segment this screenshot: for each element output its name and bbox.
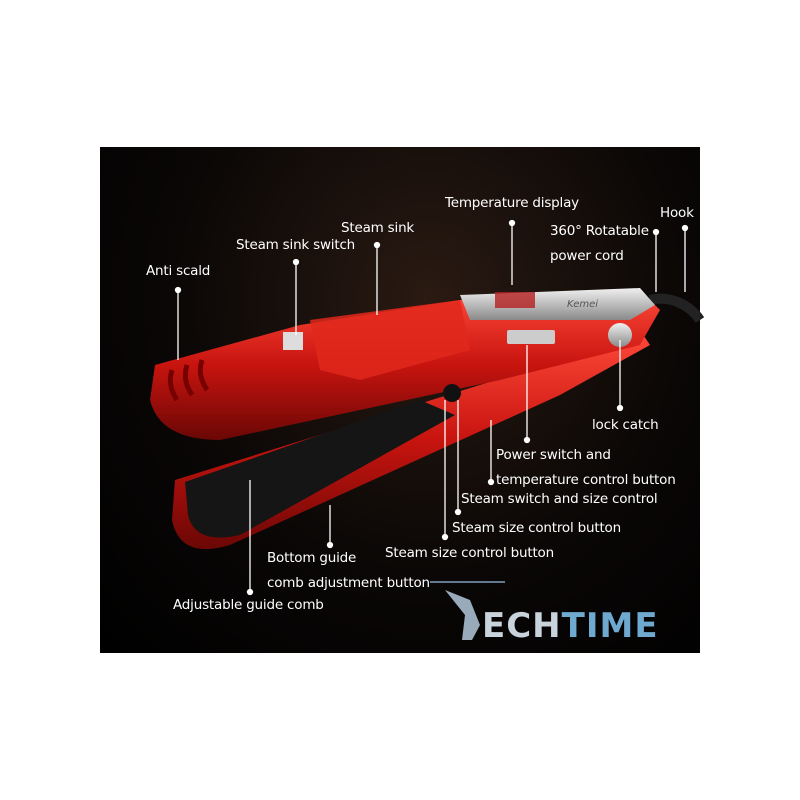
bottom-plate [185,400,455,538]
logo-robot-hand-icon [445,590,480,640]
label-rotatable-line2: power cord [550,248,624,264]
silver-panel [460,288,655,320]
label-steam-switch-size: Steam switch and size control [461,491,658,507]
label-steam-sink-switch: Steam sink switch [236,237,356,253]
watermark-part1: ECH [482,606,562,646]
label-lock-catch: lock catch [592,417,659,433]
label-power-switch-line1: Power switch and [496,447,611,463]
label-anti-scald: Anti scald [146,263,211,279]
label-power-switch-line2: temperature control button [496,472,676,488]
anti-scald-grooves [167,359,210,402]
steam-control-dial [443,384,461,402]
label-hook: Hook [660,205,694,221]
control-buttons [507,330,555,344]
label-temperature-display: Temperature display [445,195,579,211]
device-brand: Kemei [567,299,598,310]
label-steam-size-button-2: Steam size control button [385,545,554,561]
label-bottom-guide-line2: comb adjustment button [267,575,430,591]
label-steam-size-button-1: Steam size control button [452,520,621,536]
steam-sink-switch-knob [283,332,303,350]
leader-lines [174,219,689,596]
lock-catch-knob [608,323,632,347]
power-cord [648,293,705,324]
watermark-part2: TIME [561,606,659,646]
label-bottom-guide-line1: Bottom guide [267,550,357,566]
temperature-display-window [495,292,535,308]
techtime-watermark: ECHTIME [482,606,659,646]
steam-tank [310,300,470,380]
label-rotatable-line1: 360° Rotatable [550,223,649,239]
label-steam-sink: Steam sink [341,220,415,236]
label-adjustable-guide-comb: Adjustable guide comb [173,597,324,613]
